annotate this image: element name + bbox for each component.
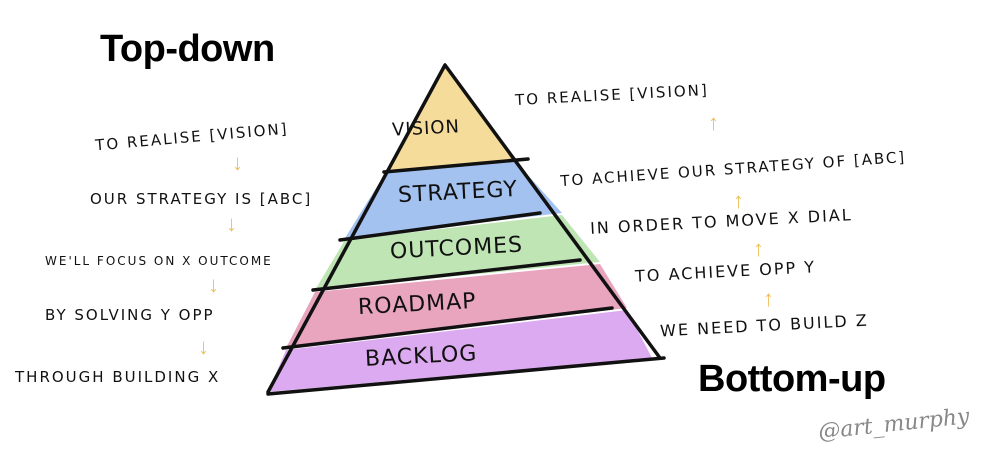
top-down-step: Our strategy is [ABC] <box>90 190 313 208</box>
arrow-down-icon: ↓ <box>226 211 237 236</box>
layer-vision <box>386 65 516 172</box>
arrow-down-icon: ↓ <box>208 272 219 297</box>
arrow-down-icon: ↓ <box>232 150 243 175</box>
top-down-step: We'll focus on X outcome <box>45 254 273 268</box>
arrow-up-icon: ↑ <box>753 236 764 261</box>
layer-backlog <box>268 310 652 392</box>
arrow-down-icon: ↓ <box>198 334 209 359</box>
layer-label-vision: Vision <box>391 116 461 141</box>
arrow-up-icon: ↑ <box>708 110 719 135</box>
layer-roadmap <box>286 264 627 348</box>
arrow-up-icon: ↑ <box>733 188 744 213</box>
arrow-up-icon: ↑ <box>763 286 774 311</box>
bottom-up-heading: Bottom-up <box>698 358 886 400</box>
top-down-step: Through building X <box>15 368 221 386</box>
top-down-heading: Top-down <box>100 28 275 70</box>
top-down-step: By solving Y opp <box>45 306 215 324</box>
layer-outcomes <box>315 215 600 290</box>
